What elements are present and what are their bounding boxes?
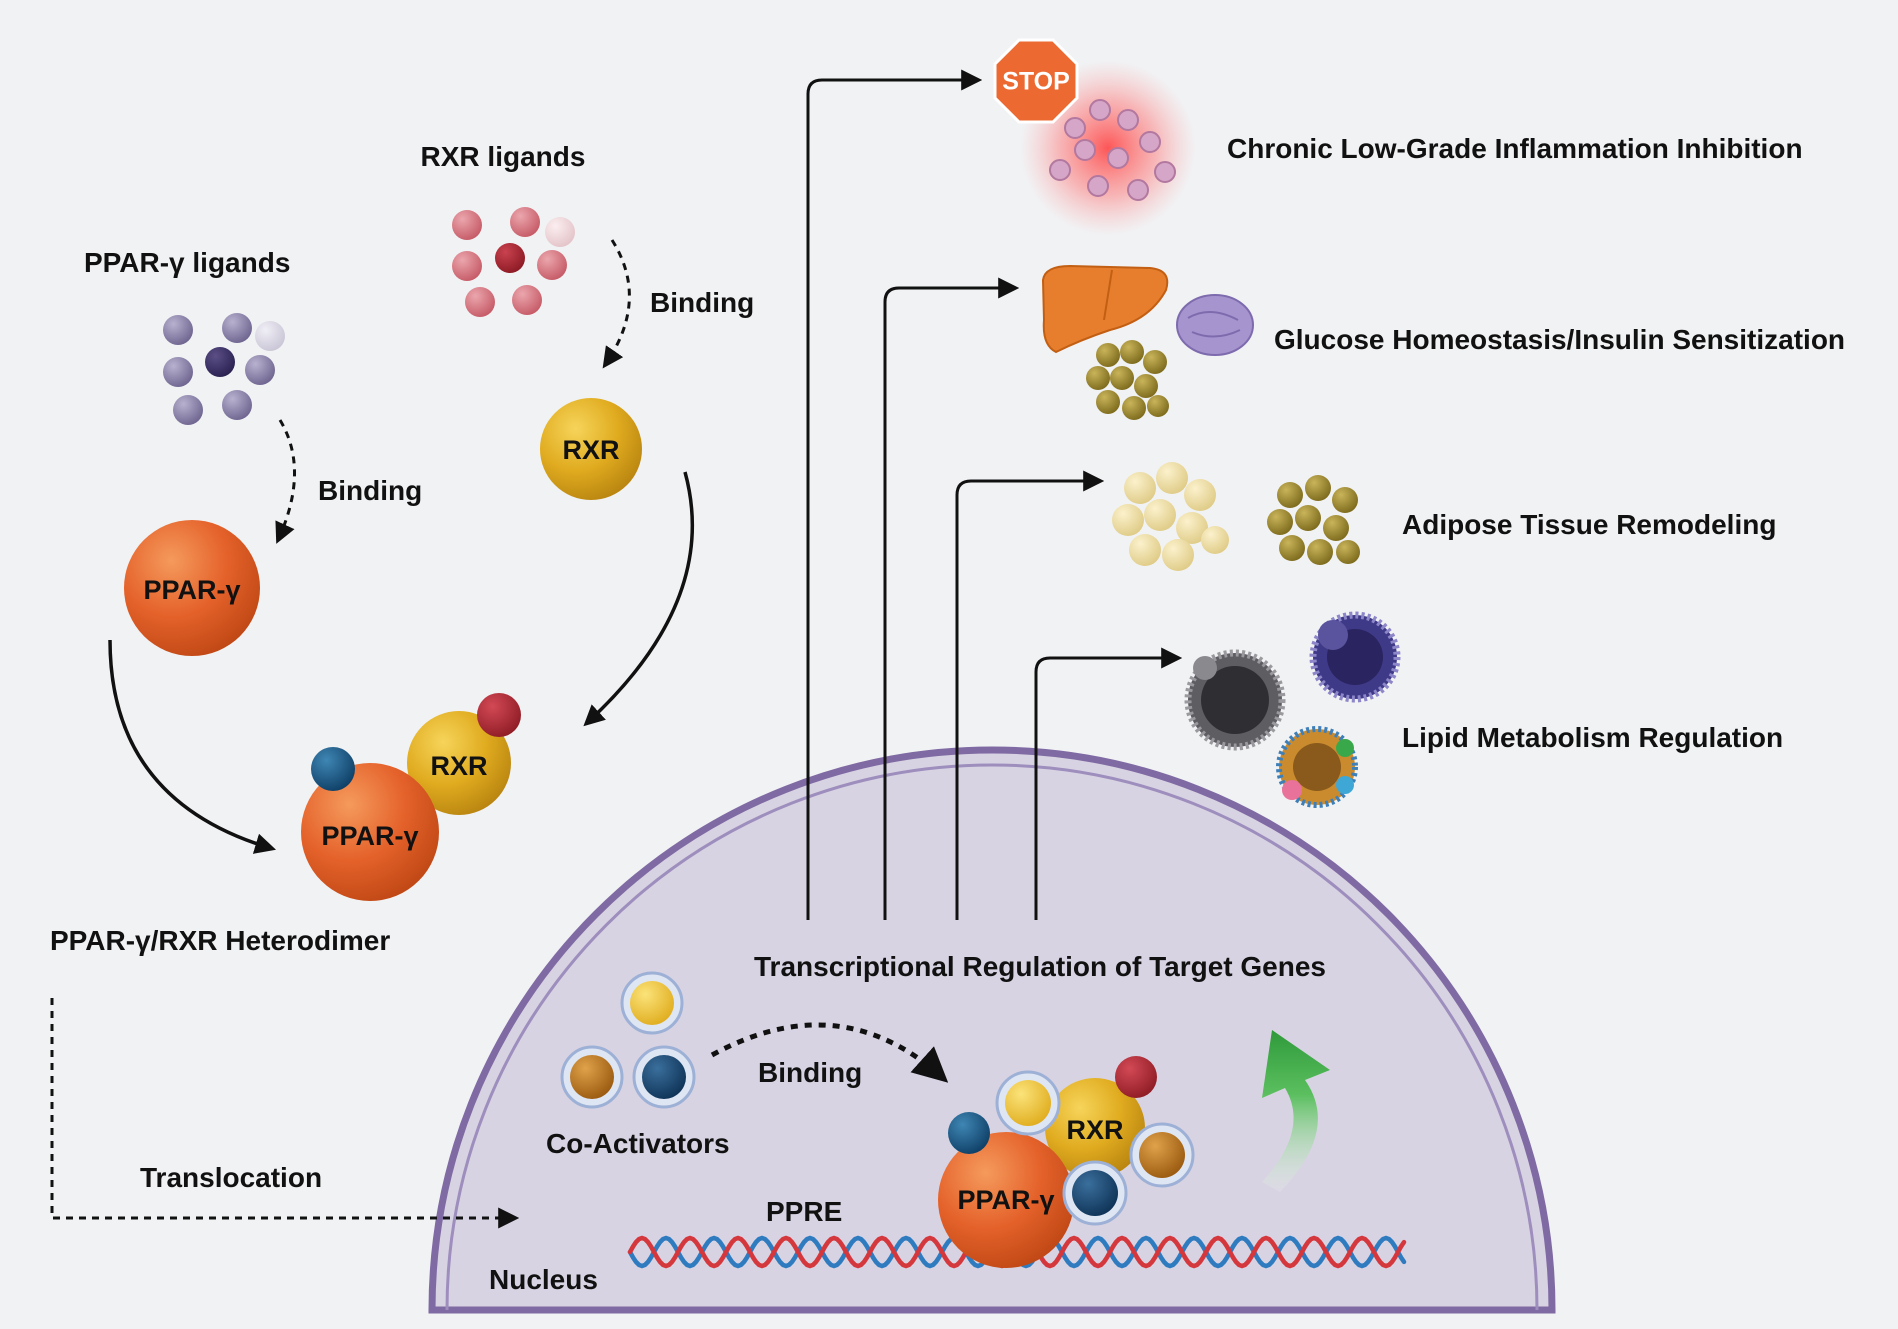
heterodimer: RXR PPAR-γ: [301, 693, 521, 901]
upregulation-arrow-icon: [1262, 1030, 1330, 1192]
binding-arrow-right: [602, 239, 631, 369]
stop-sign-text: STOP: [1002, 68, 1070, 96]
outcome-glucose: Glucose Homeostasis/Insulin Sensitizatio…: [1274, 324, 1845, 355]
ppar-ligands-label: PPAR-γ ligands: [84, 247, 290, 278]
arrow-to-adipose: [955, 470, 1105, 920]
transcriptional-regulation-label: Transcriptional Regulation of Target Gen…: [754, 951, 1326, 982]
outcome-inflammation: Chronic Low-Grade Inflammation Inhibitio…: [1227, 133, 1803, 164]
rxr-ligands-cluster: [452, 207, 575, 317]
lipoprotein-purple-icon: [1309, 611, 1401, 703]
binding-label-right: Binding: [650, 287, 754, 318]
transcription-complex: RXR PPAR-γ: [938, 1056, 1195, 1268]
co-activator-binding-label: Binding: [758, 1057, 862, 1088]
rxr-ligands-label: RXR ligands: [421, 141, 586, 172]
heterodimer-ppar-label: PPAR-γ: [321, 821, 418, 851]
ppar-gamma-receptor: PPAR-γ: [124, 520, 260, 656]
co-activator-binding-arrow: [710, 1022, 949, 1083]
binding-arrow-left: [275, 419, 296, 544]
arrow-to-glucose: [883, 277, 1020, 920]
adipocyte-cluster-icon: [1086, 340, 1169, 420]
nucleus: [428, 746, 1556, 1314]
ppar-to-heterodimer-arrow: [108, 639, 277, 854]
rxr-to-heterodimer-arrow: [583, 471, 695, 727]
heterodimer-rxr-label: RXR: [430, 751, 487, 781]
co-activators-label: Co-Activators: [546, 1128, 730, 1159]
lipoprotein-grey-icon: [1184, 649, 1286, 751]
brown-adipose-tissue-icon: [1267, 475, 1360, 565]
complex-rxr-label: RXR: [1066, 1115, 1123, 1145]
ppar-gamma-label: PPAR-γ: [143, 575, 240, 605]
liver-icon: [1041, 264, 1169, 354]
stop-sign-icon: STOP: [993, 38, 1079, 124]
outcome-lipid: Lipid Metabolism Regulation: [1402, 722, 1783, 753]
pancreas-icon: [1176, 294, 1254, 356]
co-activators-cluster: [560, 971, 696, 1109]
lipoprotein-colorful-icon: [1276, 726, 1358, 808]
rxr-receptor: RXR: [540, 398, 642, 500]
nucleus-label: Nucleus: [489, 1264, 598, 1295]
translocation-label: Translocation: [140, 1162, 322, 1193]
target-gene-arrows: [806, 69, 1183, 920]
rxr-label: RXR: [562, 435, 619, 465]
complex-ppar-label: PPAR-γ: [957, 1185, 1054, 1215]
ppar-ligands-cluster: [163, 313, 285, 425]
ppre-label: PPRE: [766, 1196, 842, 1227]
heterodimer-label: PPAR-γ/RXR Heterodimer: [50, 925, 390, 956]
arrow-to-lipid: [1034, 647, 1183, 920]
outcome-adipose: Adipose Tissue Remodeling: [1402, 509, 1776, 540]
white-adipose-tissue-icon: [1112, 462, 1229, 571]
arrow-to-inflammation: [806, 69, 983, 920]
binding-label-left: Binding: [318, 475, 422, 506]
